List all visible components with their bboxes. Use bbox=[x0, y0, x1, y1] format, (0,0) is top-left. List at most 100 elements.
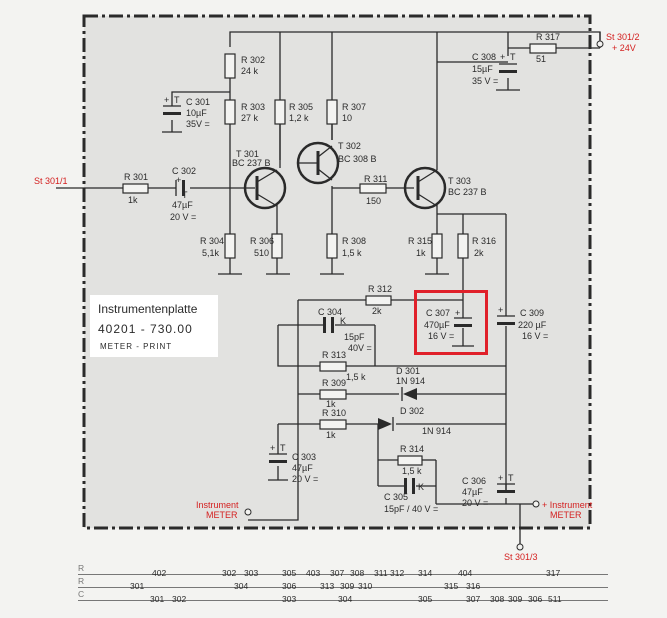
board-part-number: 40201 - 730.00 bbox=[98, 322, 193, 336]
ref-entry: 315 bbox=[444, 581, 459, 591]
table-row: C 301 302 303 304 305 307 308 309 306 51… bbox=[78, 587, 608, 604]
label-components-c309-rating: 16 V = bbox=[522, 331, 548, 341]
component-labels: St 301/1 St 301/2 + 24V Instrument METER… bbox=[34, 32, 640, 562]
ground-symbols bbox=[162, 78, 520, 481]
label-components-r302-value: 24 k bbox=[241, 66, 259, 76]
label-components-c306-ref: C 306 bbox=[462, 476, 486, 486]
label-components-r306-ref: R 306 bbox=[250, 236, 274, 246]
ref-entry: 303 bbox=[282, 594, 297, 604]
label-components-r305-ref: R 305 bbox=[289, 102, 313, 112]
label-polarity-plus: + bbox=[176, 175, 181, 185]
row-prefix: R bbox=[78, 574, 92, 588]
label-components-r316-ref: R 316 bbox=[472, 236, 496, 246]
ref-entry: 307 bbox=[330, 568, 345, 578]
polarity-marks: + T + T + T K + + + T K + T bbox=[164, 52, 516, 492]
label-components-r309-ref: R 309 bbox=[322, 378, 346, 388]
ref-entry: 316 bbox=[466, 581, 481, 591]
label-components-c304-ref: C 304 bbox=[318, 307, 342, 317]
label-components-r306-value: 510 bbox=[254, 248, 269, 258]
ref-entry: 305 bbox=[282, 568, 297, 578]
label-components-r309-value: 1k bbox=[326, 399, 336, 409]
ref-entry: 305 bbox=[418, 594, 433, 604]
ref-entry: 301 bbox=[130, 581, 145, 591]
label-polarity-t: T bbox=[174, 95, 180, 105]
label-polarity-k: K bbox=[340, 316, 346, 326]
label-components-c303-rating: 20 V = bbox=[292, 474, 318, 484]
label-polarity-t: T bbox=[182, 190, 188, 200]
transistors bbox=[243, 141, 447, 210]
label-components-c309-value: 220 µF bbox=[518, 320, 547, 330]
R306-body bbox=[271, 233, 283, 259]
label-components-c309-ref: C 309 bbox=[520, 308, 544, 318]
R310-body bbox=[319, 419, 347, 430]
D301-symbol bbox=[403, 388, 417, 400]
T303-symbol bbox=[403, 166, 447, 210]
R317-body bbox=[529, 43, 557, 54]
terminal-meter-left-sub: METER bbox=[206, 510, 238, 520]
label-components-r304-ref: R 304 bbox=[200, 236, 224, 246]
terminal-ground-label: St 301/3 bbox=[504, 552, 538, 562]
ref-entry: 306 bbox=[282, 581, 297, 591]
terminals bbox=[244, 40, 604, 551]
R307-body bbox=[326, 99, 338, 125]
label-components-c305-ref: C 305 bbox=[384, 492, 408, 502]
ref-entry: 313 bbox=[320, 581, 335, 591]
ref-entry: 301 bbox=[150, 594, 165, 604]
label-polarity-plus: + bbox=[498, 473, 503, 483]
label-components-c306-rating: 20 V = bbox=[462, 498, 488, 508]
label-components-r317-ref: R 317 bbox=[536, 32, 560, 42]
R314-body bbox=[397, 455, 423, 466]
ref-entry: 307 bbox=[466, 594, 481, 604]
label-polarity-plus: + bbox=[455, 308, 460, 318]
label-components-c304-value: 15pF bbox=[344, 332, 365, 342]
table-row: R 402 302 303 305 403 307 308 311 312 31… bbox=[78, 562, 608, 578]
ref-entry: 306 bbox=[528, 594, 543, 604]
label-components-c302-value: 47µF bbox=[172, 200, 193, 210]
label-components-r307-ref: R 307 bbox=[342, 102, 366, 112]
label-components-t302-ref: T 302 bbox=[338, 141, 361, 151]
label-components-r314-ref: R 314 bbox=[400, 444, 424, 454]
label-components-r315-ref: R 315 bbox=[408, 236, 432, 246]
R315-body bbox=[431, 233, 443, 259]
board-background bbox=[84, 16, 590, 528]
R311-body bbox=[359, 183, 387, 194]
label-components-d302-type: 1N 914 bbox=[422, 426, 451, 436]
label-polarity-t: T bbox=[280, 443, 286, 453]
capacitors bbox=[163, 63, 517, 494]
R302-body bbox=[224, 53, 236, 79]
terminal-meter-left-label: Instrument bbox=[196, 500, 239, 510]
label-components-r304-value: 5,1k bbox=[202, 248, 220, 258]
label-components-d301-ref: D 301 bbox=[396, 366, 420, 376]
ref-entry: 311 bbox=[374, 568, 388, 578]
label-components-r312-ref: R 312 bbox=[368, 284, 392, 294]
ref-entry: 302 bbox=[222, 568, 237, 578]
label-polarity-plus: + bbox=[500, 52, 505, 62]
label-components-c308-ref: C 308 bbox=[472, 52, 496, 62]
terminal-supply-label: St 301/2 bbox=[606, 32, 640, 42]
ref-entry: 304 bbox=[234, 581, 249, 591]
R308-body bbox=[326, 233, 338, 259]
label-components-r301-ref: R 301 bbox=[124, 172, 148, 182]
label-components-c306-value: 47µF bbox=[462, 487, 483, 497]
ref-entry: 308 bbox=[350, 568, 365, 578]
label-components-c307-value: 470µF bbox=[424, 320, 450, 330]
label-components-r310-ref: R 310 bbox=[322, 408, 346, 418]
label-components-c302-ref: C 302 bbox=[172, 166, 196, 176]
label-components-r313-value: 1,5 k bbox=[346, 372, 366, 382]
label-components-r308-value: 1,5 k bbox=[342, 248, 362, 258]
T301-symbol bbox=[243, 166, 287, 210]
R305-body bbox=[274, 99, 286, 125]
label-components-r314-value: 1,5 k bbox=[402, 466, 422, 476]
row-prefix: R bbox=[78, 562, 92, 575]
ref-entry: 308 bbox=[490, 594, 505, 604]
ref-entry: 310 bbox=[358, 581, 373, 591]
label-components-c303-value: 47µF bbox=[292, 463, 313, 473]
label-polarity-t: T bbox=[508, 473, 514, 483]
reference-table: R 402 302 303 305 403 307 308 311 312 31… bbox=[78, 562, 608, 604]
label-components-t303-type: BC 237 B bbox=[448, 187, 487, 197]
label-components-c308-value: 15µF bbox=[472, 64, 493, 74]
terminal-input-label: St 301/1 bbox=[34, 176, 68, 186]
label-polarity-plus: + bbox=[164, 95, 169, 105]
R304-body bbox=[224, 233, 236, 259]
